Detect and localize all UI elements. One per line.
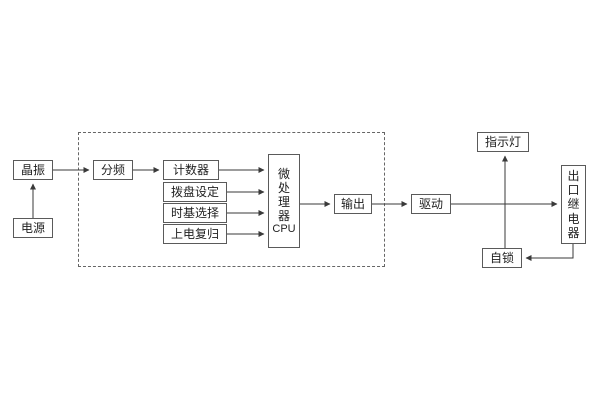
node-label: 输出 [340, 197, 365, 211]
node-label: 电源 [20, 221, 45, 235]
wire-relay-selflock [525, 244, 574, 261]
node-label: 驱动 [418, 197, 443, 211]
node-output: 输出 [334, 194, 372, 214]
node-label: 上电复归 [170, 227, 219, 241]
node-self-lock: 自锁 [482, 248, 522, 268]
node-dial-setting: 拨盘设定 [163, 182, 227, 202]
node-label: 晶振 [20, 163, 45, 177]
node-counter: 计数器 [163, 160, 219, 180]
node-drive: 驱动 [411, 194, 451, 214]
node-label: 时基选择 [170, 206, 219, 220]
node-label: 计数器 [172, 163, 209, 177]
node-label-vertical: 微处理器 [278, 166, 291, 224]
dashed-enclosure [78, 132, 385, 267]
node-indicator-lamp: 指示灯 [477, 132, 529, 152]
node-outlet-relay: 出口继电器 [561, 165, 586, 244]
node-label: 指示灯 [484, 135, 521, 149]
node-label: 拨盘设定 [170, 185, 219, 199]
node-power-supply: 电源 [13, 218, 53, 238]
node-label: 分频 [100, 163, 125, 177]
node-poweron-reset: 上电复归 [163, 224, 227, 244]
node-label: 自锁 [489, 251, 514, 265]
node-crystal-oscillator: 晶振 [13, 160, 53, 180]
node-label-cpu: CPU [272, 223, 296, 236]
node-label-vertical: 出口继电器 [567, 169, 580, 240]
node-timebase-select: 时基选择 [163, 203, 227, 223]
node-frequency-divider: 分频 [93, 160, 133, 180]
node-microprocessor-cpu: 微处理器 CPU [268, 154, 300, 248]
